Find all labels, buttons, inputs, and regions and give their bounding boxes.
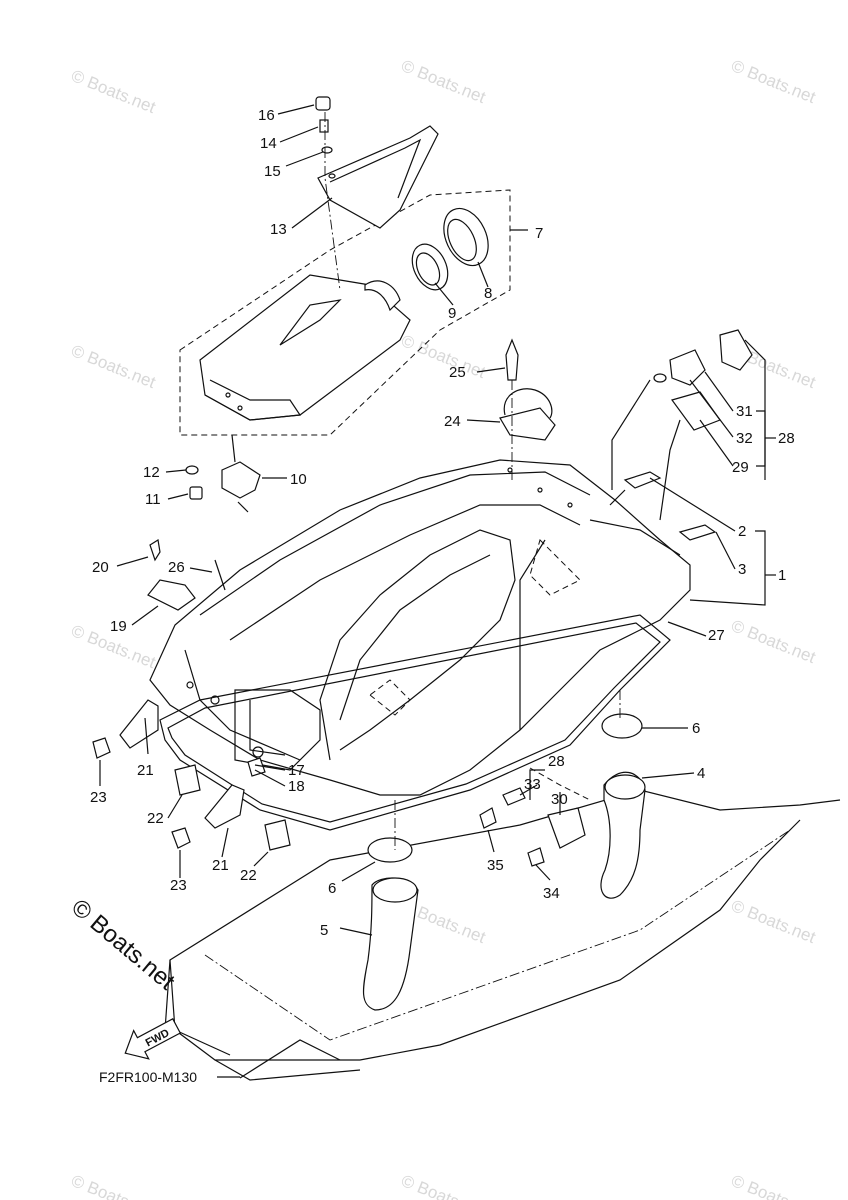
callout-19: 19 [110, 618, 127, 635]
callout-26: 26 [168, 559, 185, 576]
latch-group [611, 329, 766, 521]
callout-23a: 23 [90, 789, 107, 806]
callout-22a: 22 [147, 810, 164, 827]
bracket-19 [147, 539, 226, 611]
leader-lines [99, 104, 776, 1078]
fwd-label: FWD [144, 1027, 172, 1049]
callout-5: 5 [320, 922, 328, 939]
callout-21b: 21 [212, 857, 229, 874]
airbox [199, 274, 411, 421]
watermark-text: © Boats.net [729, 1171, 819, 1200]
gasket-27 [159, 614, 671, 831]
bracket-13 [317, 125, 439, 229]
callout-10: 10 [290, 471, 307, 488]
watermark-text: © Boats.net [69, 66, 159, 117]
watermark-text: © Boats.net [729, 616, 819, 667]
callout-14: 14 [260, 135, 277, 152]
callout-29: 29 [732, 459, 749, 476]
callout-35: 35 [487, 857, 504, 874]
callout-18: 18 [288, 778, 305, 795]
watermark-text: © Boats.net [399, 56, 489, 107]
callout-17: 17 [288, 762, 305, 779]
callout-16: 16 [258, 107, 275, 124]
watermark-text: © Boats.net [729, 56, 819, 107]
callout-24: 24 [444, 413, 461, 430]
callout-21a: 21 [137, 762, 154, 779]
callout-1: 1 [778, 567, 786, 584]
group-7-enclosure [179, 189, 511, 436]
callout-31: 31 [736, 403, 753, 420]
callout-6b: 6 [328, 880, 336, 897]
callout-20: 20 [92, 559, 109, 576]
callout-9: 9 [448, 305, 456, 322]
copyright-mark: © Boats.net [66, 894, 180, 996]
callout-25: 25 [449, 364, 466, 381]
hood-assembly [149, 459, 691, 796]
diagram-code: F2FR100-M130 [99, 1069, 197, 1085]
watermark-text: © Boats.net [399, 1171, 489, 1200]
watermark-text: © Boats.net [729, 896, 819, 947]
callout-32: 32 [736, 430, 753, 447]
callout-6a: 6 [692, 720, 700, 737]
callout-28b: 28 [548, 753, 565, 770]
mount-brackets [92, 699, 291, 851]
callout-4: 4 [697, 765, 705, 782]
callout-27: 27 [708, 627, 725, 644]
callout-3: 3 [738, 561, 746, 578]
callout-labels: 16 14 15 13 7 8 9 25 24 31 32 28 29 12 1… [90, 107, 795, 939]
callout-7: 7 [535, 225, 543, 242]
duct-rings [411, 207, 489, 291]
callout-12: 12 [143, 464, 160, 481]
callout-13: 13 [270, 221, 287, 238]
hinge-10 [185, 434, 261, 513]
handle-24 [499, 338, 556, 480]
callout-15: 15 [264, 163, 281, 180]
fitting-group [479, 767, 591, 867]
pads [609, 471, 717, 541]
callout-11: 11 [145, 491, 161, 508]
watermark-text: © Boats.net [69, 341, 159, 392]
callout-8: 8 [484, 285, 492, 302]
callout-23b: 23 [170, 877, 187, 894]
watermark-text: © Boats.net [69, 1171, 159, 1200]
hull-outline [164, 789, 841, 1081]
hardware-stack [315, 96, 341, 291]
callout-33: 33 [524, 776, 541, 793]
callout-2: 2 [738, 523, 746, 540]
callout-34: 34 [543, 885, 560, 902]
callout-30: 30 [551, 791, 568, 808]
callout-28: 28 [778, 430, 795, 447]
fwd-arrow-icon: FWD [124, 1018, 182, 1060]
callout-22b: 22 [240, 867, 257, 884]
